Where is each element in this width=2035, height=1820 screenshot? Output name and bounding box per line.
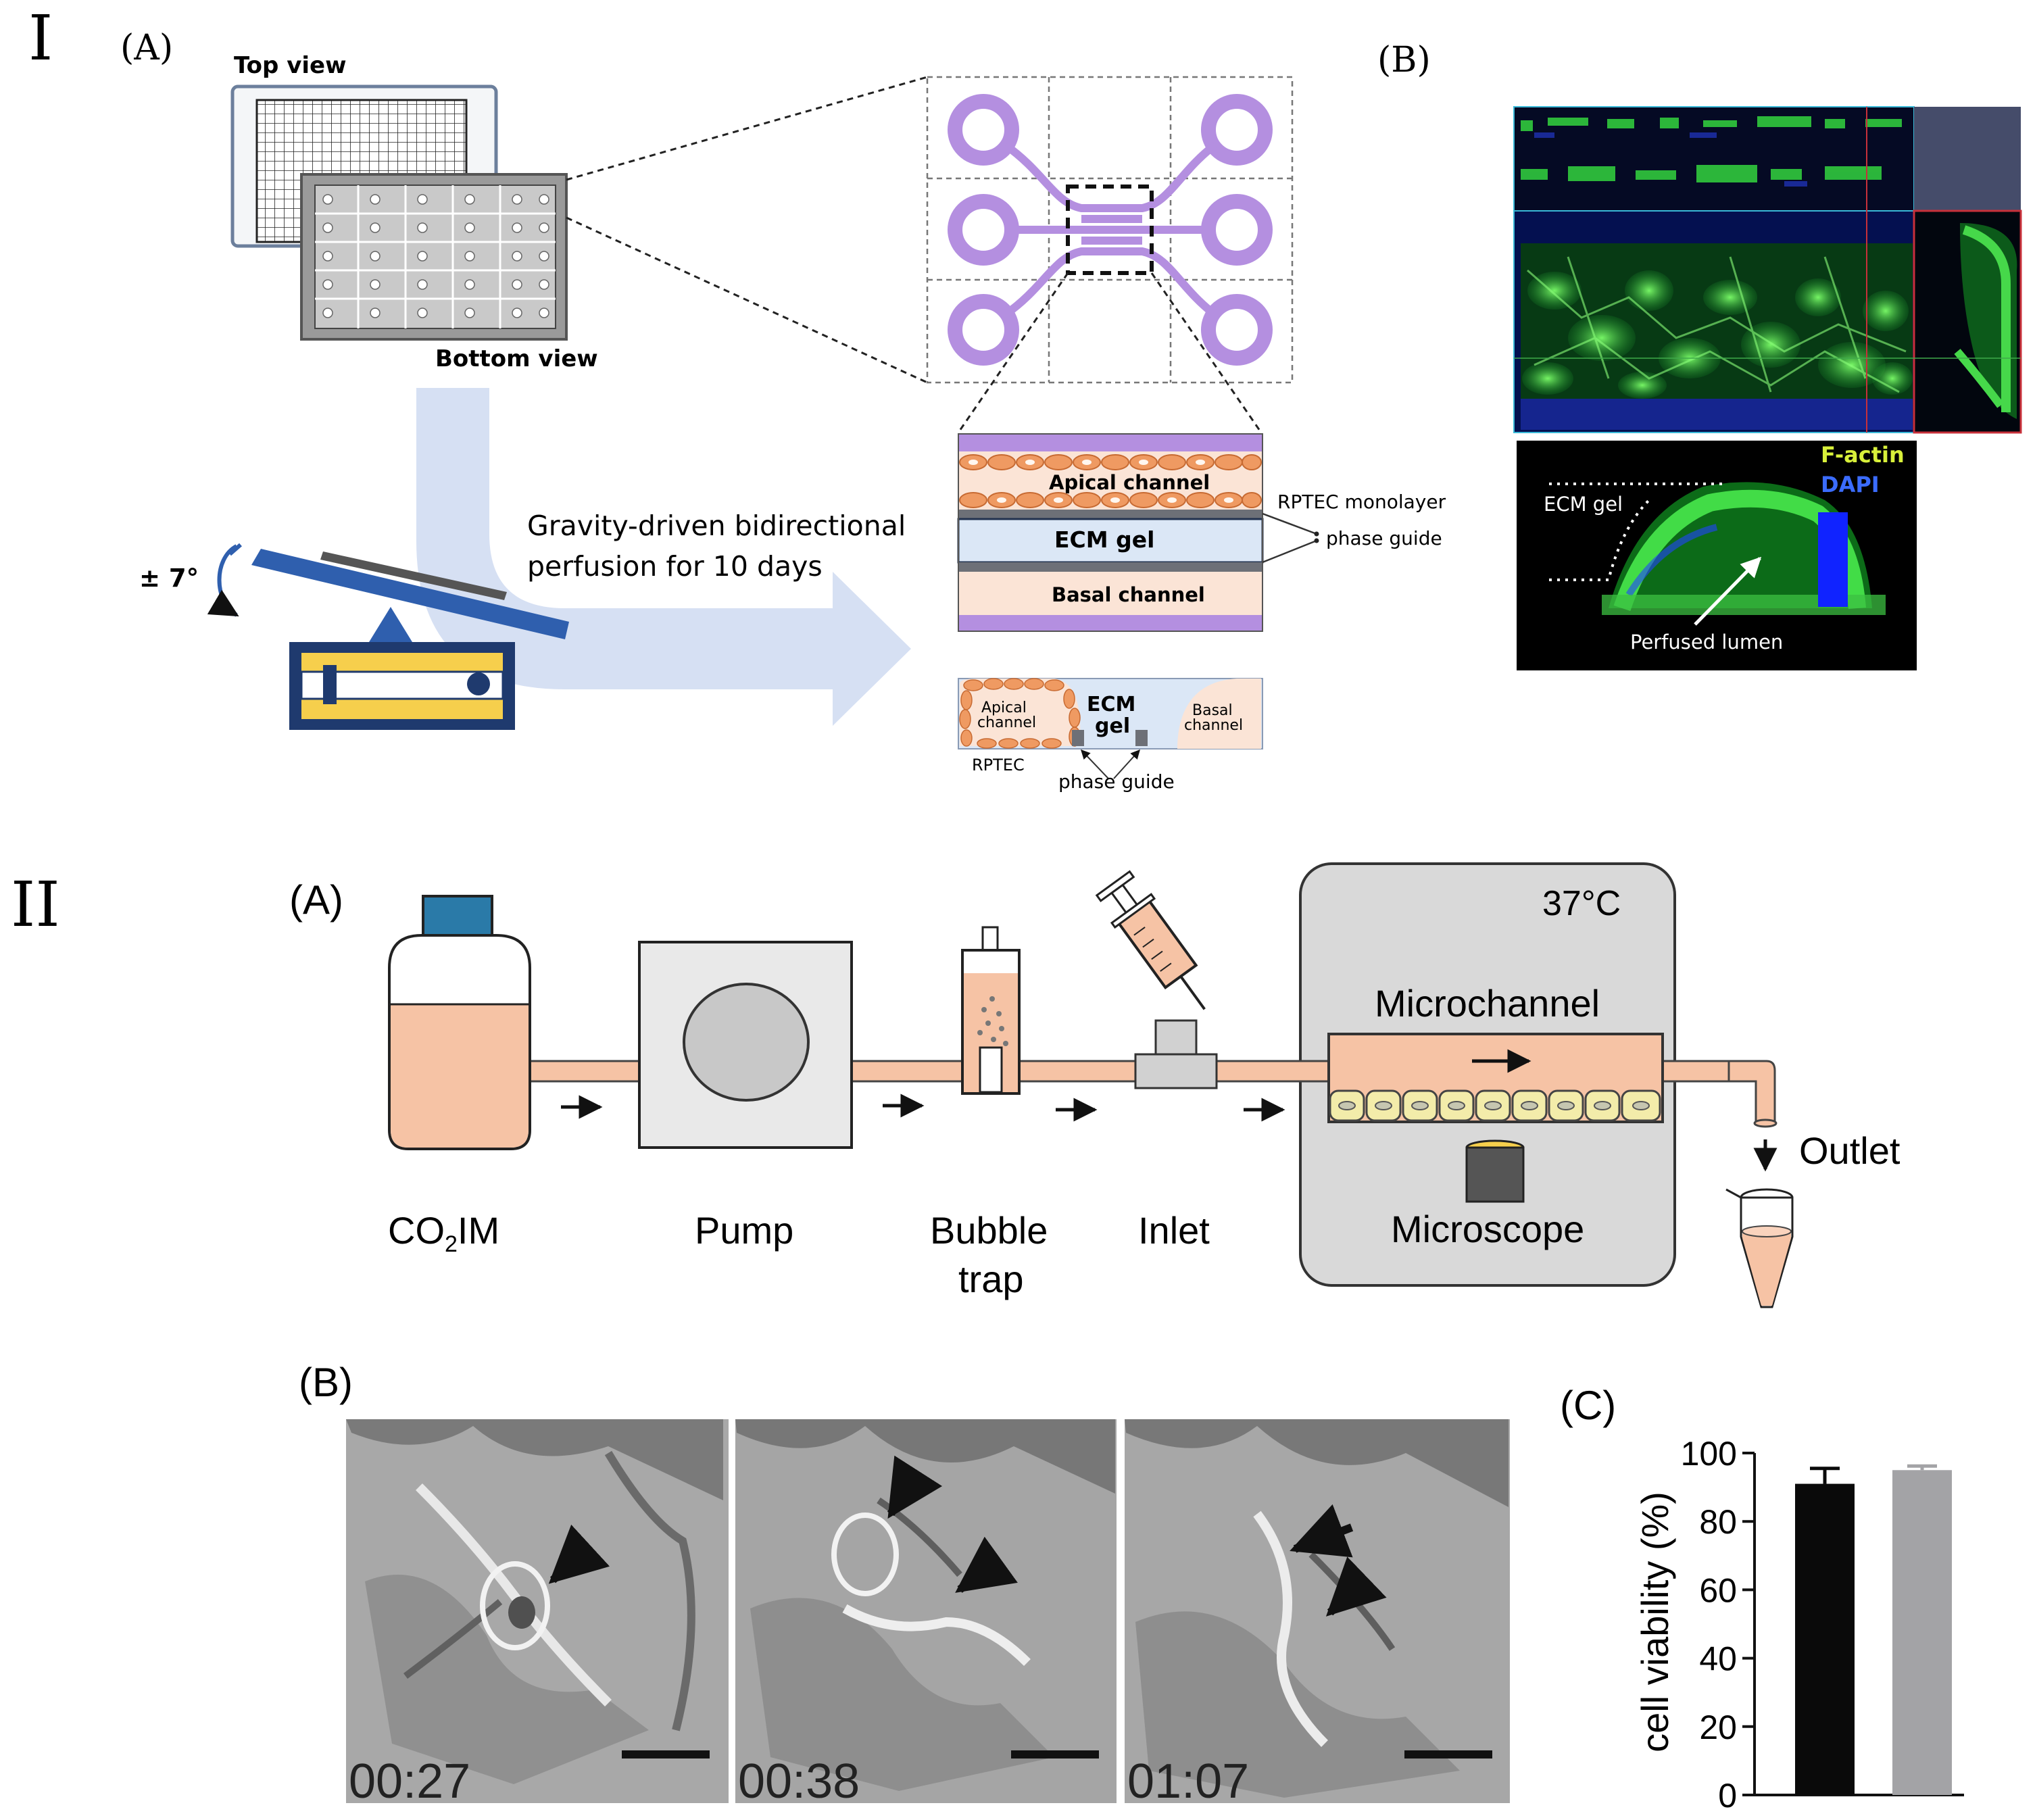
well-plate-top-view (230, 84, 498, 248)
y-tick-label: 20 (1699, 1708, 1737, 1746)
micrograph-3 (1125, 1419, 1510, 1803)
panel-I-numeral: I (28, 2, 53, 74)
flow-arrows (561, 1093, 1777, 1172)
panel-I-A-label: (A) (120, 28, 173, 68)
panel-II-numeral: II (11, 868, 60, 941)
cs-apical-1: Apical (981, 699, 1027, 716)
microchannel (1327, 1033, 1664, 1123)
cs-ecm-2: gel (1095, 714, 1130, 738)
microchannel-label: Microchannel (1375, 982, 1600, 1025)
fl-lumen-label: Perfused lumen (1630, 631, 1783, 654)
channel-layers (957, 433, 1264, 632)
perfusion-line-1: Gravity-driven bidirectional (527, 510, 906, 542)
y-tick-label: 40 (1699, 1640, 1737, 1678)
tilt-angle-label: ± 7° (139, 564, 199, 593)
co2im-label: CO2IM (388, 1209, 499, 1257)
timestamp-1: 00:27 (349, 1754, 470, 1809)
rocker-platform (207, 543, 569, 730)
viability-chart: cell viability (%) 0 20 40 60 80 100 (1634, 1435, 1964, 1815)
error-bar-2 (1907, 1464, 1937, 1471)
perfusion-arrow (416, 388, 911, 726)
inlet-connector (1134, 1019, 1218, 1089)
panel-I-B-label: (B) (1377, 40, 1431, 80)
timestamp-3: 01:07 (1127, 1754, 1249, 1809)
rptec-monolayer-label: RPTEC monolayer (1277, 491, 1446, 513)
y-axis-label: cell viability (%) (1634, 1492, 1676, 1752)
fl-factin-label: F-actin (1821, 442, 1905, 468)
fl-ecm-gel-label: ECM gel (1544, 493, 1623, 516)
y-tick-label: 100 (1681, 1435, 1737, 1473)
y-tick-label: 60 (1699, 1571, 1737, 1609)
phase-guide-label: phase guide (1326, 527, 1442, 549)
fluorescence-orthogonal-view (1513, 106, 2022, 434)
fluorescence-3d-lumen (1517, 441, 1917, 670)
panel-II: II (A) 37°C (11, 862, 1964, 1815)
panel-II-A-label: (A) (289, 877, 343, 923)
ecm-gel-label: ECM gel (1054, 526, 1154, 553)
cs-phase-guide-arrows (1081, 749, 1140, 779)
cs-apical-2: channel (977, 714, 1036, 731)
error-bar-1 (1810, 1467, 1840, 1484)
well-plate-bottom-view (300, 173, 568, 341)
bar-1 (1795, 1483, 1855, 1795)
timestamp-2: 00:38 (738, 1754, 860, 1809)
outlet-label: Outlet (1799, 1129, 1901, 1172)
micrograph-2 (735, 1419, 1117, 1803)
pump-label: Pump (695, 1209, 793, 1252)
fl-dapi-label: DAPI (1821, 472, 1880, 497)
bottom-view-label: Bottom view (435, 345, 598, 372)
cs-rptec: RPTEC (972, 756, 1025, 774)
bar-2 (1892, 1470, 1952, 1795)
chip-layout (926, 76, 1294, 384)
panel-II-B-label: (B) (299, 1360, 353, 1405)
microscope-label: Microscope (1391, 1208, 1584, 1250)
inlet-label: Inlet (1138, 1209, 1210, 1252)
panel-II-C-label: (C) (1560, 1383, 1616, 1428)
cs-basal-1: Basal (1192, 702, 1233, 719)
layer-annotation (1262, 512, 1319, 564)
top-view-label: Top view (234, 52, 347, 79)
y-tick-label: 0 (1718, 1777, 1737, 1815)
bubble-trap-label-1: Bubble (930, 1209, 1048, 1252)
bubble-trap (961, 926, 1021, 1095)
bubble-trap-label-2: trap (958, 1258, 1024, 1300)
zoom-lines (566, 76, 928, 384)
temperature-label: 37°C (1542, 884, 1621, 923)
y-tick-label: 80 (1699, 1503, 1737, 1541)
micrograph-1 (346, 1419, 729, 1803)
cs-basal-2: channel (1184, 717, 1243, 734)
microscope-objective (1465, 1139, 1525, 1203)
outlet-tube (1725, 1188, 1794, 1308)
panel-I: I (A) (B) Top view Bottom view (28, 2, 2022, 793)
perfusion-line-2: perfusion for 10 days (527, 550, 823, 583)
syringe-icon (1095, 870, 1206, 1010)
cs-ecm-1: ECM (1087, 693, 1135, 716)
co2im-bottle (388, 895, 531, 1150)
cross-section (958, 678, 1263, 749)
apical-channel-label: Apical channel (1049, 471, 1210, 494)
pump (638, 941, 853, 1149)
basal-channel-label: Basal channel (1052, 583, 1205, 606)
cs-phase-guide: phase guide (1058, 770, 1175, 793)
